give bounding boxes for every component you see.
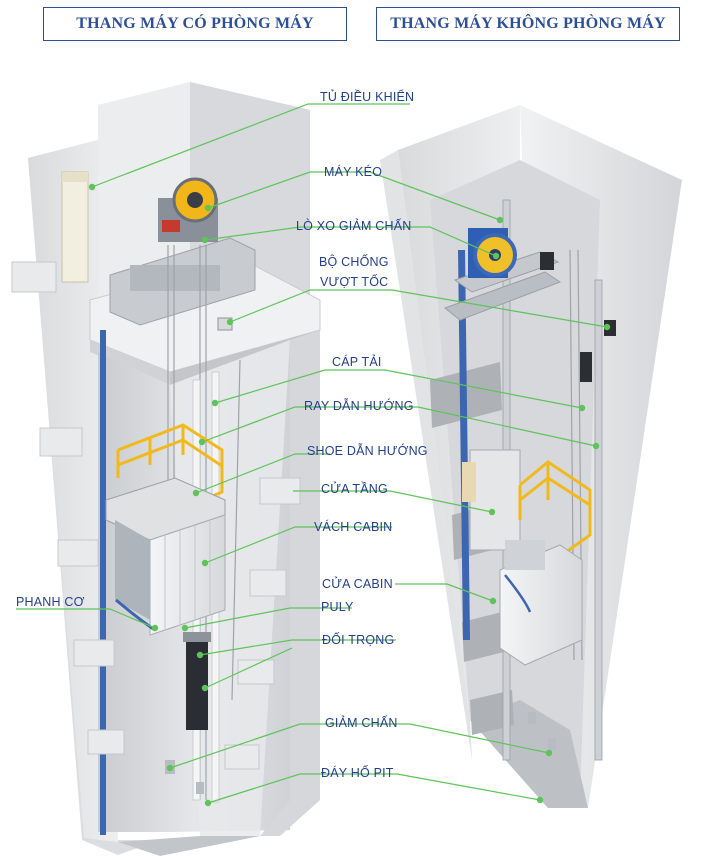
left-elevator-illustration [11, 82, 321, 856]
title-machine-room-elevator: THANG MÁY CÓ PHÒNG MÁY [43, 7, 347, 41]
label-overspeed-governor-line1: BỘ CHỐNG [319, 255, 389, 269]
right-elevator-illustration [380, 105, 682, 808]
label-pit-bottom: ĐÁY HỐ PIT [321, 766, 394, 780]
label-cabin-door: CỬA CABIN [322, 577, 393, 591]
title-machine-roomless-elevator: THANG MÁY KHÔNG PHÒNG MÁY [376, 7, 680, 41]
label-traction-machine: MÁY KÉO [324, 165, 383, 179]
leader-lines [16, 103, 608, 804]
label-guide-rail: RAY DẪN HƯỚNG [304, 399, 414, 413]
label-landing-door: CỬA TẦNG [321, 482, 388, 496]
label-guide-shoe: SHOE DẪN HƯỚNG [307, 444, 428, 458]
label-counterweight: ĐỐI TRỌNG [322, 633, 395, 647]
label-overspeed-governor-line2: VƯỢT TỐC [320, 275, 389, 289]
label-mechanical-brake: PHANH CƠ [16, 595, 85, 609]
label-control-cabinet: TỦ ĐIỀU KHIỂN [320, 90, 415, 104]
label-buffer: GIẢM CHẤN [325, 716, 398, 730]
leader-dots [88, 183, 611, 807]
label-pulley: PULY [321, 600, 354, 614]
label-hoist-cable: CÁP TẢI [332, 355, 382, 369]
label-damping-spring: LÒ XO GIẢM CHẤN [296, 219, 412, 233]
label-cabin-wall: VÁCH CABIN [314, 520, 393, 534]
